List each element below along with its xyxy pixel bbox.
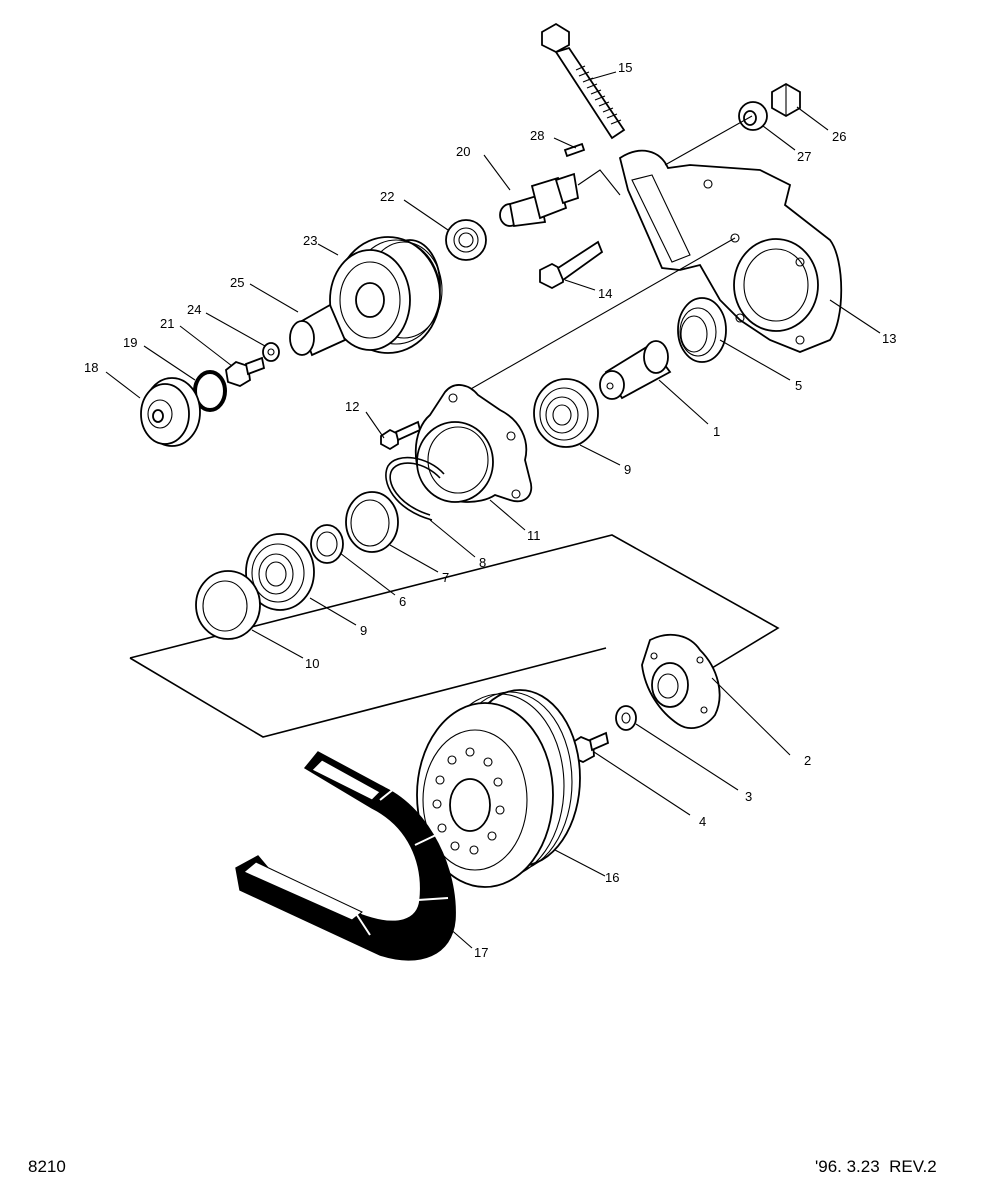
callout-21: 21	[160, 316, 174, 331]
part-21-bolt	[225, 356, 266, 387]
callout-9-upper: 9	[624, 462, 631, 477]
group-bracket-lines	[129, 534, 780, 738]
callout-24: 24	[187, 302, 201, 317]
part-8-snap-ring	[385, 456, 445, 521]
part-9-bearing-lower	[245, 533, 315, 611]
callout-12: 12	[345, 399, 359, 414]
callout-4: 4	[699, 814, 706, 829]
part-10-seal	[195, 570, 261, 640]
callout-16: 16	[605, 870, 619, 885]
part-27-washer	[738, 101, 768, 131]
callout-5: 5	[795, 378, 802, 393]
part-18-cap	[140, 377, 201, 447]
part-14-bolt	[539, 240, 604, 290]
part-20-leader-to-bracket	[577, 169, 621, 196]
part-13-bracket	[618, 149, 843, 353]
callout-8: 8	[479, 555, 486, 570]
part-24-washer	[262, 342, 280, 362]
callout-1: 1	[713, 424, 720, 439]
part-5-seal	[677, 297, 727, 363]
part-23-idler-pulley	[329, 236, 443, 354]
callout-23: 23	[303, 233, 317, 248]
part-28-pin	[563, 142, 586, 158]
callout-18: 18	[84, 360, 98, 375]
part-11-housing	[414, 384, 533, 503]
part-26-nut	[771, 82, 801, 118]
callout-22: 22	[380, 189, 394, 204]
callout-11: 11	[527, 528, 541, 543]
leader-lines	[105, 71, 881, 949]
callout-labels: 1 2 3 4 5 6 7 8 9 9 10 11 12 13 14 15 16…	[84, 60, 896, 960]
callout-10: 10	[305, 656, 319, 671]
callout-28: 28	[530, 128, 544, 143]
part-22-bearing	[445, 219, 487, 261]
callout-13: 13	[882, 331, 896, 346]
part-16-crank-pulley	[416, 689, 581, 888]
part-25-spacer	[289, 303, 347, 357]
part-12-bolt	[380, 420, 422, 451]
callout-25: 25	[230, 275, 244, 290]
callout-7: 7	[442, 570, 449, 585]
callout-20: 20	[456, 144, 470, 159]
callout-15: 15	[618, 60, 632, 75]
callout-27: 27	[797, 149, 811, 164]
callout-9-lower: 9	[360, 623, 367, 638]
part-2-hub	[641, 633, 721, 729]
callout-6: 6	[399, 594, 406, 609]
callout-19: 19	[123, 335, 137, 350]
callout-2: 2	[804, 753, 811, 768]
drawing-number: 8210	[28, 1157, 66, 1176]
part-20-adjusting-screw	[499, 172, 580, 228]
callout-26: 26	[832, 129, 846, 144]
part-3-washer	[615, 705, 637, 731]
callout-14: 14	[598, 286, 612, 301]
part-7-seal	[345, 491, 399, 553]
callout-3: 3	[745, 789, 752, 804]
part-6-washer	[310, 524, 344, 564]
part-17-v-belt	[235, 751, 456, 961]
callout-17: 17	[474, 945, 488, 960]
revision-stamp: '96. 3.23 REV.2	[815, 1157, 937, 1176]
assembly-line-11-to-13	[454, 237, 736, 399]
part-1-shaft	[599, 340, 672, 400]
part-15-long-bolt	[541, 22, 626, 140]
part-9-bearing-upper	[533, 378, 599, 448]
